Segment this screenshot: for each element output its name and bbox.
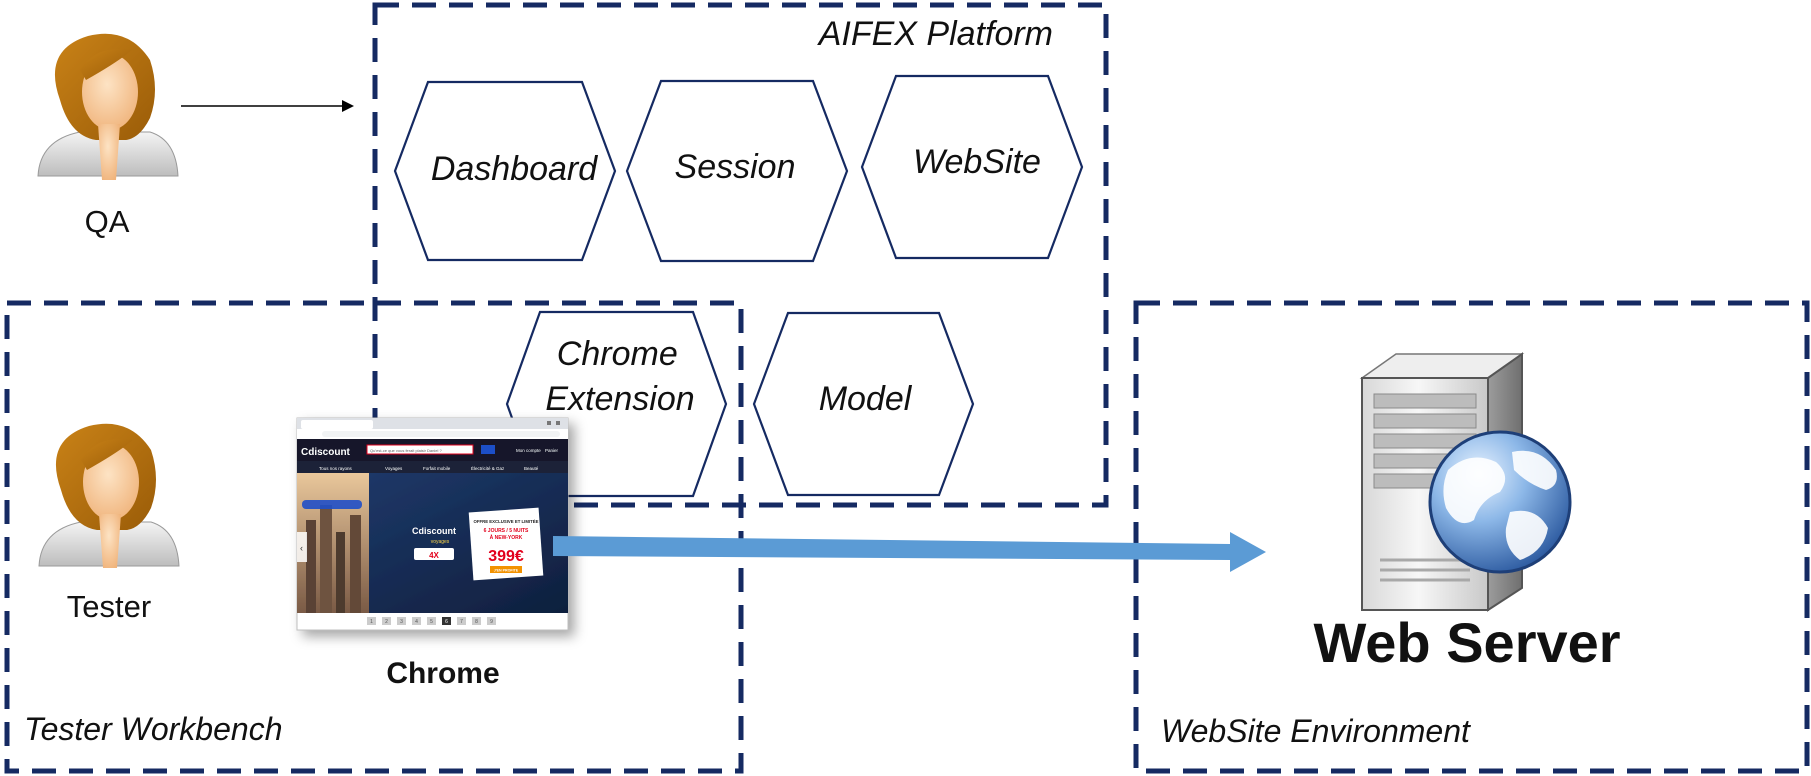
pager-dot <box>397 617 406 625</box>
pager-dot <box>367 617 376 625</box>
hero-promo-badge: 4X <box>429 551 439 560</box>
site-cart-link: Panier <box>545 448 559 453</box>
site-account-link: Mon compte <box>516 448 541 453</box>
tester-workbench-title: Tester Workbench <box>24 711 282 747</box>
site-search-placeholder: Qu'est-ce que vous ferait plaisir Daniel… <box>370 448 442 453</box>
offer-line-1: 6 JOURS / 5 NUITS <box>484 528 529 534</box>
site-nav-beauty: Beauté <box>524 466 539 471</box>
site-nav-all: Tous nos rayons <box>319 466 353 471</box>
chrome-extension-label: Chrome Extension <box>545 335 694 418</box>
pager-dot-label: 5 <box>430 619 433 625</box>
pager-dot <box>457 617 466 625</box>
offer-price: 399€ <box>488 548 524 565</box>
offer-title: OFFRE EXCLUSIVE ET LIMITÉE <box>474 519 539 524</box>
pager-dot <box>472 617 481 625</box>
tester-person-icon <box>38 423 180 568</box>
site-nav-travel: Voyages <box>385 466 403 471</box>
web-server-label: Web Server <box>1313 611 1620 674</box>
pager-dot-label: 9 <box>490 619 493 625</box>
chrome-extension-line-1: Chrome <box>557 335 678 373</box>
offer-card <box>468 507 544 581</box>
qa-to-platform-arrow <box>181 100 354 112</box>
website-environment-title: WebSite Environment <box>1161 713 1471 749</box>
carousel-pager: 1 2 3 4 5 6 7 8 9 <box>367 617 496 625</box>
tester-label: Tester <box>67 589 151 624</box>
globe-icon <box>1428 430 1572 574</box>
session-label: Session <box>675 148 796 186</box>
pager-dot <box>427 617 436 625</box>
qa-person-icon <box>37 33 179 180</box>
website-label: WebSite <box>913 143 1041 181</box>
tester-workbench-boundary <box>4 300 744 774</box>
chrome-label: Chrome <box>386 657 499 690</box>
chrome-browser-screenshot: Cdiscount Qu'est-ce que vous ferait plai… <box>296 417 569 631</box>
pager-dot-label: 6 <box>445 619 448 625</box>
website-component: WebSite <box>860 74 1084 260</box>
website-environment-boundary <box>1133 300 1810 774</box>
pager-dot <box>382 617 391 625</box>
pager-dot-label: 4 <box>415 619 418 625</box>
offer-cta-label: J'EN PROFITE <box>494 569 519 573</box>
site-nav-energy: Électricité & Gaz <box>471 465 505 471</box>
hero-brand-sub: voyages <box>431 539 450 545</box>
dashboard-label: Dashboard <box>431 150 598 188</box>
hero-brand: Cdiscount <box>412 526 456 536</box>
site-search-button <box>481 445 495 454</box>
pager-dot-label: 1 <box>370 619 373 625</box>
site-nav <box>297 461 568 473</box>
pager-dot <box>412 617 421 625</box>
site-logo: Cdiscount <box>301 447 351 458</box>
session-component: Session <box>625 79 849 263</box>
chevron-left-icon: ‹ <box>300 543 303 553</box>
model-component: Model <box>752 311 975 497</box>
site-nav-mobile: Forfait mobile <box>423 466 451 471</box>
site-search-input <box>366 444 474 455</box>
dashboard-component: Dashboard <box>393 80 617 262</box>
offer-cta-button <box>490 566 522 573</box>
pager-dot <box>442 617 451 625</box>
pager-dot-label: 8 <box>475 619 478 625</box>
model-label: Model <box>819 380 913 418</box>
pager-dot <box>487 617 496 625</box>
request-arrow <box>553 532 1266 572</box>
pager-dot-label: 2 <box>385 619 388 625</box>
qa-label: QA <box>85 204 130 239</box>
carousel-prev-button <box>297 532 307 562</box>
offer-line-2: À NEW-YORK <box>490 534 523 541</box>
pager-dot-label: 3 <box>400 619 403 625</box>
chrome-extension-line-2: Extension <box>545 380 694 418</box>
aifex-platform-title: AIFEX Platform <box>817 15 1053 53</box>
pager-dot-label: 7 <box>460 619 463 625</box>
